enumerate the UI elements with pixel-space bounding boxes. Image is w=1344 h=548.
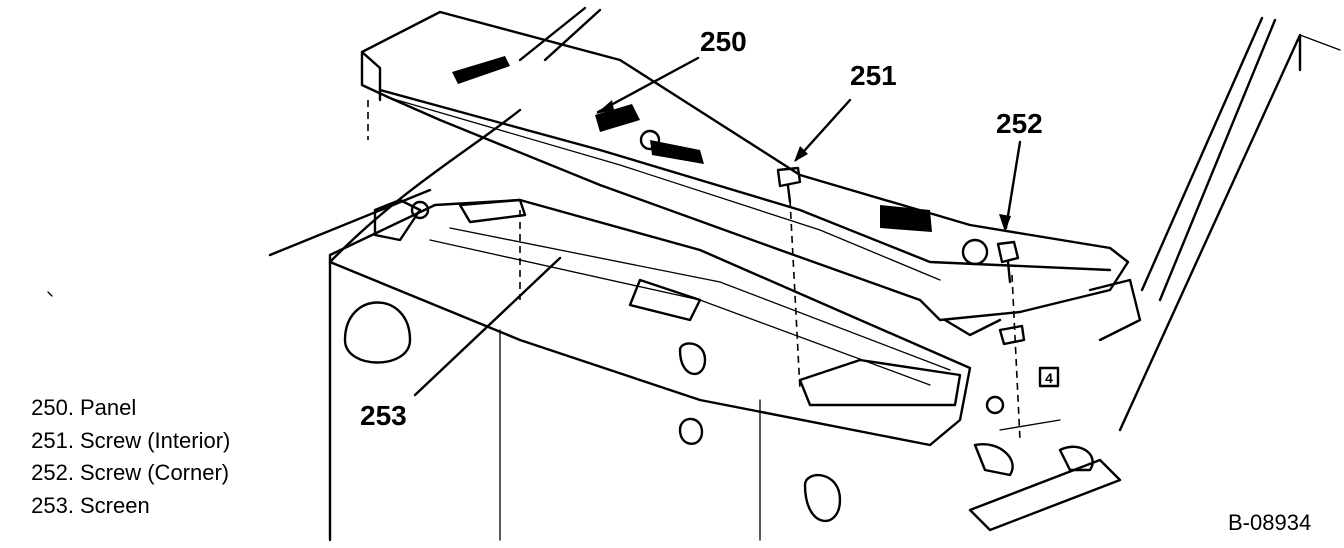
legend-number: 251. [31,427,74,453]
callout-253: 253 [360,400,407,431]
legend-number: 253. [31,492,74,518]
stray-mark [47,291,53,297]
corner-clip [998,324,1026,346]
leader-lines [413,56,1022,397]
callout-252: 252 [996,108,1043,139]
parts-legend: 250. Panel 251. Screw (Interior) 252. Sc… [4,392,230,522]
legend-number: 252. [31,460,74,485]
screw-alignment-lines [367,100,1021,441]
callout-251: 251 [850,60,897,91]
marker-box: 4 [1038,366,1060,388]
arrowhead-250 [596,100,614,114]
leader-252 [1004,140,1022,230]
marker-label: 4 [1045,370,1053,386]
legend-label: Screw (Corner) [80,460,230,485]
figure-id: B-08934 [1228,510,1312,535]
leader-251 [794,98,852,162]
legend-label: Screen [80,492,150,518]
arrowhead-252 [999,214,1011,232]
legend-label: Screw (Interior) [80,427,231,453]
interior-screw-icon [776,166,802,204]
legend-label: Panel [80,395,137,420]
leader-253 [413,256,562,397]
cowl-vent-panel [360,10,1142,342]
legend-item-screw-interior: 251. Screw (Interior) [4,425,230,458]
legend-item-screw-corner: 252. Screw (Corner) [4,457,230,490]
corner-screw-icon [996,240,1020,284]
plenum-screen [328,198,972,447]
callout-250: 250 [700,26,747,57]
arrowhead-251 [794,146,808,162]
firewall-structure [268,108,1122,542]
legend-item-screen: 253. Screen [4,490,230,523]
leader-250 [596,56,700,114]
legend-number: 250. [31,395,74,420]
windshield-frame [518,6,1341,432]
legend-item-panel: 250. Panel [4,392,230,425]
